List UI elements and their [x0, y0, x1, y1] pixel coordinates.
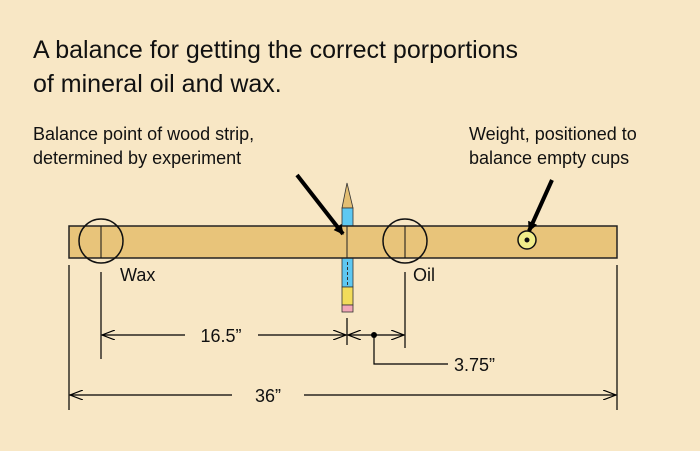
weight-label-line-1: Weight, positioned to [469, 124, 637, 144]
wax-cup [78, 218, 124, 264]
title-line-2: of mineral oil and wax. [33, 70, 282, 98]
weight [517, 230, 537, 250]
balance-arrow [295, 173, 345, 236]
weight-label-line-2: balance empty cups [469, 148, 629, 168]
dim-16-5-label: 16.5” [200, 326, 241, 346]
wax-label: Wax [120, 265, 155, 285]
dim-3-75-label: 3.75” [454, 355, 495, 375]
oil-cup [382, 218, 428, 264]
weight-arrow [527, 179, 554, 232]
extension-lines [68, 265, 618, 410]
balance-label-line-2: determined by experiment [33, 148, 241, 168]
balance-label-line-1: Balance point of wood strip, [33, 124, 254, 144]
oil-label: Oil [413, 265, 435, 285]
dim-36-label: 36” [255, 386, 281, 406]
dim-leader-line [373, 335, 448, 365]
title-line-1: A balance for getting the correct porpor… [33, 36, 518, 64]
